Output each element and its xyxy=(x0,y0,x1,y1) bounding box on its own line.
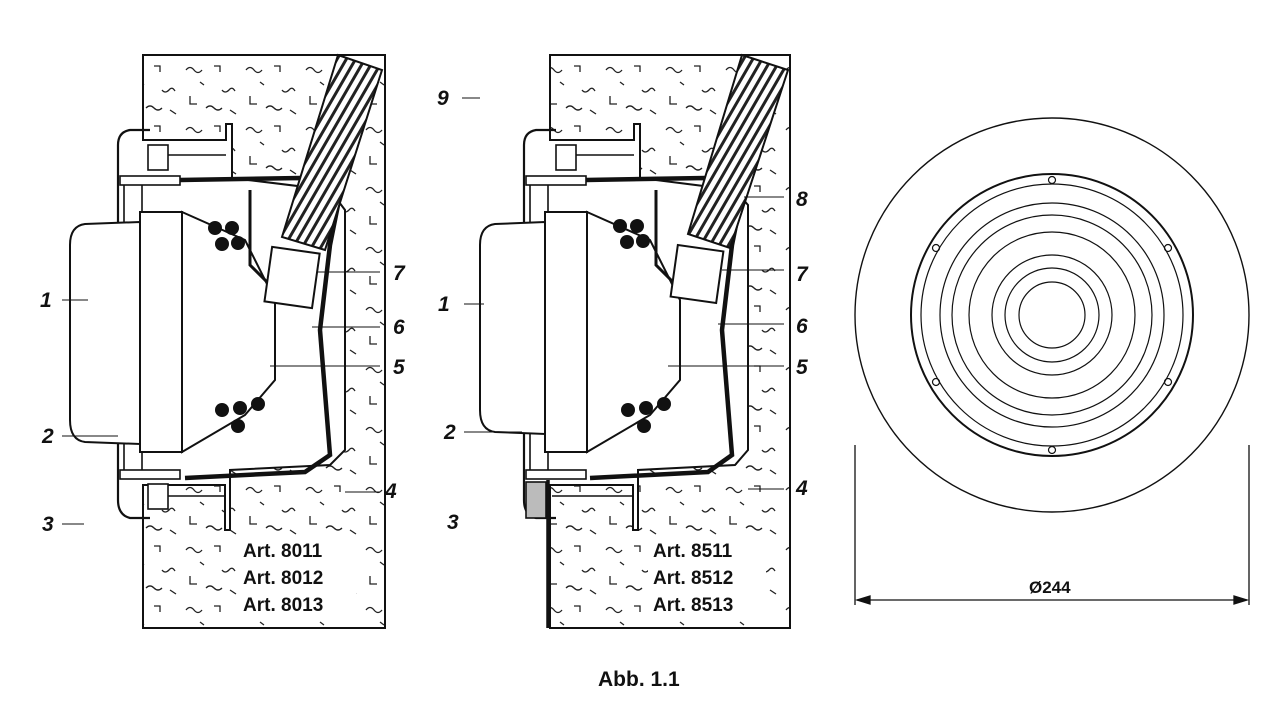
screw-holes xyxy=(931,175,1173,455)
reflector xyxy=(181,210,276,454)
left-section-view xyxy=(69,53,386,629)
label-1: 1 xyxy=(40,289,52,312)
label-2: 2 xyxy=(443,421,456,444)
label-5: 5 xyxy=(796,356,808,379)
label-5: 5 xyxy=(393,356,405,379)
cable-hose xyxy=(686,53,790,250)
outer-rim xyxy=(854,117,1250,513)
label-8: 8 xyxy=(796,188,808,211)
article-number: Art. 8512 xyxy=(653,568,733,589)
article-number: Art. 8013 xyxy=(243,595,323,616)
label-9: 9 xyxy=(437,87,449,110)
wall-concrete xyxy=(549,54,791,629)
label-4: 4 xyxy=(384,480,397,503)
front-view xyxy=(854,117,1250,513)
label-7: 7 xyxy=(796,263,809,286)
label-2: 2 xyxy=(41,425,54,448)
label-4: 4 xyxy=(795,477,808,500)
label-3: 3 xyxy=(42,513,54,536)
cable-hose xyxy=(280,53,384,252)
diameter-dimension xyxy=(854,445,1250,605)
article-number: Art. 8012 xyxy=(243,568,323,589)
middle-section-view xyxy=(479,53,791,629)
label-1: 1 xyxy=(438,293,450,316)
article-number: Art. 8511 xyxy=(653,541,733,562)
label-7: 7 xyxy=(393,262,406,285)
label-6: 6 xyxy=(796,315,808,338)
article-number: Art. 8513 xyxy=(653,595,733,616)
reflector xyxy=(586,210,681,454)
diameter-label: Ø244 xyxy=(1029,578,1071,597)
figure-caption: Abb. 1.1 xyxy=(598,668,680,691)
article-number: Art. 8011 xyxy=(243,541,323,562)
label-6: 6 xyxy=(393,316,405,339)
wall-concrete xyxy=(142,54,386,629)
label-3: 3 xyxy=(447,511,459,534)
